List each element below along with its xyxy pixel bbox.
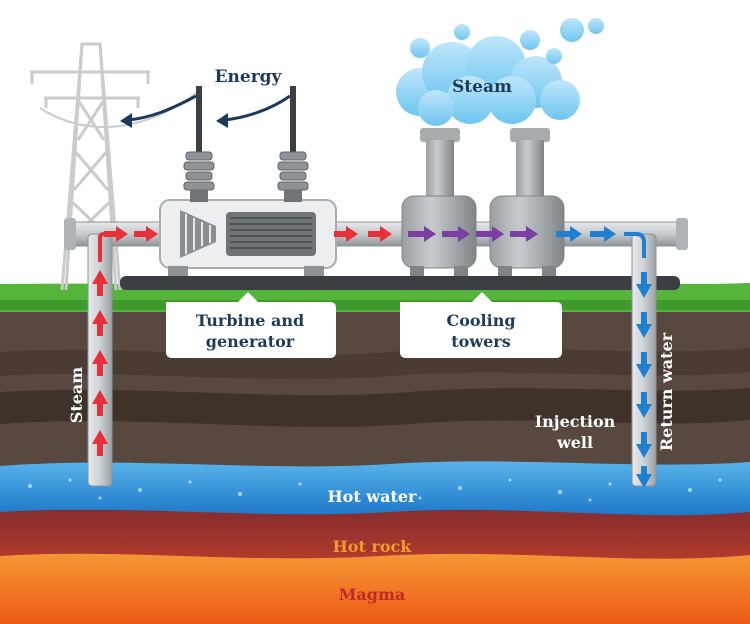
- pipe-flange-left: [64, 218, 76, 250]
- hot-water-label: Hot water: [328, 487, 417, 506]
- steam-corner-arrow: [98, 232, 116, 262]
- hot-rock-label: Hot rock: [333, 537, 413, 556]
- energy-arrowheads: [120, 113, 228, 128]
- soil-dark-band-2: [0, 388, 750, 427]
- insulator-icon: [183, 86, 309, 202]
- cooling-label-line1: Cooling: [446, 311, 515, 330]
- cooling-label-box: [400, 292, 562, 358]
- turbine-generator-icon: [159, 199, 337, 276]
- grass-edge: [0, 300, 750, 310]
- steam-cloud-icon: [396, 18, 604, 126]
- steam-side-label: Steam: [67, 367, 86, 423]
- power-line: [39, 89, 201, 128]
- turbine-label-line1: Turbine and: [196, 311, 304, 330]
- water-corner-arrow: [624, 232, 646, 258]
- steam-top-label: Steam: [452, 77, 512, 97]
- steam-flow-arrows-right: [104, 226, 392, 242]
- hot-rock-layer: [0, 502, 750, 559]
- transition-flow-arrows: [408, 226, 538, 242]
- injection-label-line1: Injection: [535, 412, 616, 431]
- water-bubbles: [28, 478, 722, 502]
- turbine-label-line2: generator: [206, 332, 295, 351]
- pipe-flange-right: [676, 218, 688, 250]
- cooling-label-line2: towers: [451, 332, 510, 351]
- energy-arrows: [127, 94, 291, 122]
- hot-water-layer: [0, 458, 750, 516]
- water-flow-arrows-down: [636, 272, 652, 488]
- energy-label: Energy: [215, 67, 283, 87]
- steam-flow-arrows-up: [92, 270, 108, 456]
- magma-label: Magma: [339, 585, 406, 604]
- water-flow-arrows-right: [556, 226, 616, 242]
- injection-label-line2: well: [556, 433, 593, 452]
- return-water-label: Return water: [657, 332, 676, 451]
- equipment-base: [120, 276, 680, 290]
- cooling-tower-icon: [401, 128, 565, 276]
- turbine-label-box: [166, 292, 336, 358]
